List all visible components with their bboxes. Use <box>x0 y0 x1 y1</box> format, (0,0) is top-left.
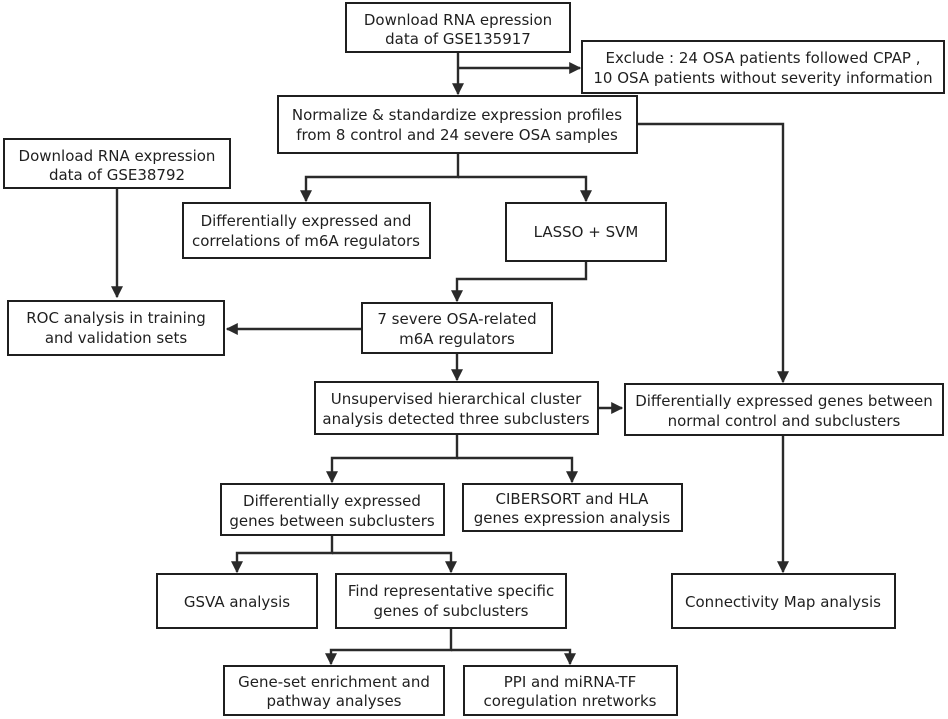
node-label-line: Differentially expressed genes between <box>635 392 933 410</box>
node-label-line: Download RNA epression <box>364 11 552 29</box>
node-label-line: GSVA analysis <box>184 593 290 611</box>
node-label-line: Differentially expressed and <box>201 212 412 230</box>
node-label-line: genes expression analysis <box>474 509 671 527</box>
node-ppi: PPI and miRNA-TF coregulation nretworks <box>463 665 678 716</box>
node-label-line: 10 OSA patients without severity informa… <box>593 69 932 87</box>
edge-lasso-to-regulators <box>451 261 588 303</box>
node-label-line: Find representative specific <box>348 582 554 600</box>
edge-deg-subclusters-to-gsva <box>231 535 334 574</box>
node-cmap: Connectivity Map analysis <box>671 573 896 629</box>
node-download-gse38792: Download RNA expression data of GSE38792 <box>3 138 231 189</box>
edge-normalize-to-diff-m6a <box>300 153 460 203</box>
edge-find-to-ppi <box>451 648 576 666</box>
node-label-line: Download RNA expression <box>19 147 216 165</box>
node-download-gse135917: Download RNA epression data of GSE135917 <box>345 2 571 53</box>
node-deg-subclusters: Differentially expressed genes between s… <box>220 483 445 536</box>
node-label-line: m6A regulators <box>399 330 515 348</box>
edge-find-to-enrichment <box>325 628 453 666</box>
node-deg-control: Differentially expressed genes between n… <box>624 383 944 436</box>
node-diff-m6a: Differentially expressed and correlation… <box>182 202 431 259</box>
node-exclude: Exclude : 24 OSA patients followed CPAP … <box>581 40 945 94</box>
node-label-line: data of GSE135917 <box>385 30 531 48</box>
edge-normalize-to-deg-control <box>637 122 789 384</box>
node-enrichment: Gene-set enrichment and pathway analyses <box>223 665 445 716</box>
node-cluster: Unsupervised hierarchical cluster analys… <box>314 381 599 435</box>
node-label-line: PPI and miRNA-TF <box>504 673 636 691</box>
node-label-line: coregulation nretworks <box>484 692 657 710</box>
node-normalize: Normalize & standardize expression profi… <box>277 95 638 154</box>
node-find-genes: Find representative specific genes of su… <box>335 573 567 629</box>
node-label-line: Unsupervised hierarchical cluster <box>331 390 582 408</box>
connectors <box>111 52 789 666</box>
node-label-line: data of GSE38792 <box>49 166 185 184</box>
node-cibersort: CIBERSORT and HLA genes expression analy… <box>462 483 683 532</box>
node-osa-regulators: 7 severe OSA-related m6A regulators <box>361 302 553 354</box>
edge-deg-subclusters-to-find <box>332 551 457 574</box>
node-label-line: Normalize & standardize expression profi… <box>292 106 622 124</box>
node-label-line: Gene-set enrichment and <box>238 673 430 691</box>
node-label-line: ROC analysis in training <box>26 309 206 327</box>
node-label-line: pathway analyses <box>267 692 402 710</box>
node-label-line: correlations of m6A regulators <box>192 232 420 250</box>
edge-cluster-to-cibersort <box>457 456 578 484</box>
edge-cluster-to-deg-subclusters <box>326 434 459 484</box>
node-gsva: GSVA analysis <box>156 573 318 629</box>
node-lasso-svm: LASSO + SVM <box>505 202 667 262</box>
node-roc: ROC analysis in training and validation … <box>7 300 225 356</box>
node-label-line: genes between subclusters <box>229 512 435 530</box>
edge-normalize-to-lasso <box>458 175 592 203</box>
node-label-line: Differentially expressed <box>243 492 421 510</box>
node-label-line: and validation sets <box>45 329 188 347</box>
node-label-line: CIBERSORT and HLA <box>496 490 650 508</box>
node-label-line: Exclude : 24 OSA patients followed CPAP … <box>606 49 921 67</box>
node-label-line: LASSO + SVM <box>534 223 639 241</box>
node-label-line: normal control and subclusters <box>668 412 901 430</box>
node-label-line: from 8 control and 24 severe OSA samples <box>296 126 618 144</box>
node-label-line: Connectivity Map analysis <box>685 593 881 611</box>
node-label-line: analysis detected three subclusters <box>322 410 589 428</box>
node-label-line: 7 severe OSA-related <box>377 310 536 328</box>
node-label-line: genes of subclusters <box>374 602 529 620</box>
